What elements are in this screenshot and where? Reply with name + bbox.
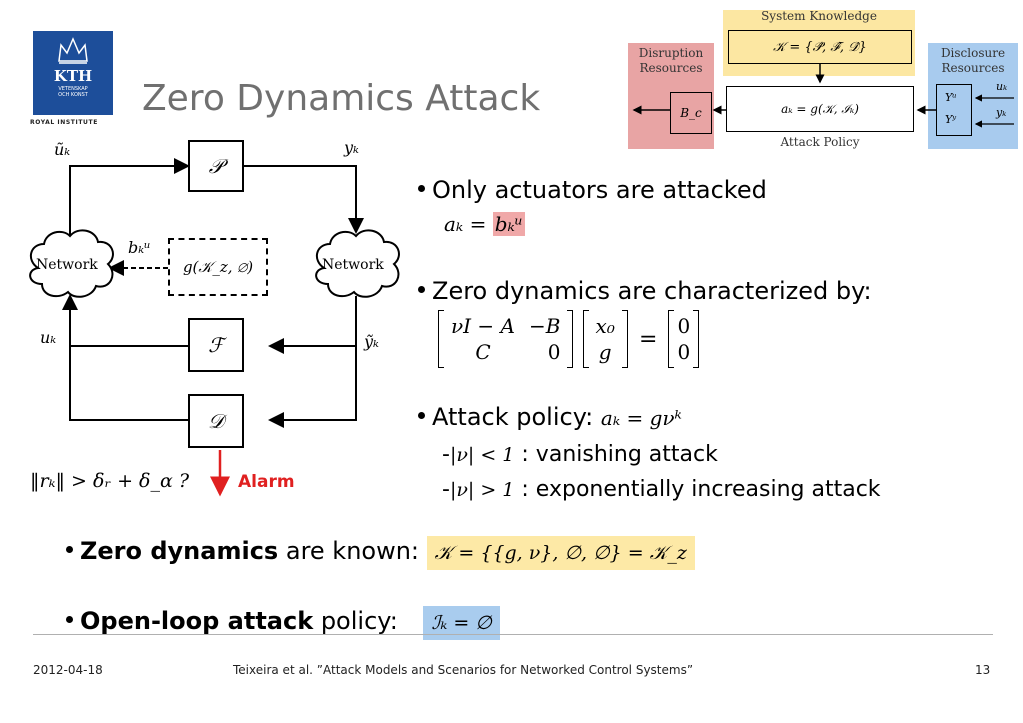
zero-dynamics-bold: Zero dynamics bbox=[80, 537, 279, 565]
matrix-a21: C bbox=[475, 340, 491, 364]
attack-policy-formula: aₖ = gνᵏ bbox=[600, 406, 682, 430]
bullet-open-loop: Open-loop attack policy: ℐₖ = ∅ bbox=[66, 606, 500, 640]
policy-formula: aₖ = g(𝒦, ℐₖ) bbox=[781, 101, 859, 116]
attack-model-figure: System Knowledge 𝒦 = {𝒫̂, ℱ̂, 𝒟̂} Disrup… bbox=[620, 6, 1020, 156]
bullet-dot bbox=[66, 615, 73, 623]
slide-title: Zero Dynamics Attack bbox=[142, 78, 541, 119]
actuator-equation-lhs: aₖ = bbox=[444, 212, 487, 236]
upsilon-y: Υʸ bbox=[945, 113, 957, 126]
u-tilde-label: ũₖ bbox=[54, 140, 71, 159]
kth-logo: KTH VETENSKAP OCH KONST bbox=[33, 31, 113, 115]
footer-divider bbox=[33, 634, 993, 635]
yk-label: yₖ bbox=[344, 138, 359, 157]
knowledge-formula: 𝒦 = {𝒫̂, ℱ̂, 𝒟̂} bbox=[773, 39, 867, 55]
increasing-text: : exponentially increasing attack bbox=[521, 477, 881, 502]
network-label-left: Network bbox=[36, 257, 98, 273]
matrix-a22: 0 bbox=[547, 340, 561, 364]
bullet-dot bbox=[418, 411, 425, 419]
detector-label: 𝒟 bbox=[208, 409, 224, 433]
bullet-dot bbox=[418, 184, 425, 192]
vector-g: g bbox=[598, 340, 612, 364]
bullet-zero-dynamics-known: Zero dynamics are known: 𝒦 = {{g, ν}, ∅,… bbox=[66, 536, 695, 570]
vanishing-text: : vanishing attack bbox=[521, 442, 718, 467]
page-number: 13 bbox=[975, 663, 991, 677]
upsilon-box: Υᵘ Υʸ bbox=[936, 84, 972, 136]
detector-block: 𝒟 bbox=[188, 394, 244, 448]
model-arrows bbox=[632, 64, 1014, 128]
bullet-attack-policy: Attack policy: aₖ = gνᵏ bbox=[418, 403, 682, 431]
bullet-actuators: Only actuators are attacked bbox=[418, 176, 767, 204]
logo-text: KTH bbox=[53, 67, 93, 85]
network-label-right: Network bbox=[322, 257, 384, 273]
matrix-a12: −B bbox=[528, 314, 561, 338]
open-loop-bold: Open-loop attack bbox=[80, 607, 314, 635]
attack-block-label: g(𝒦_z, ∅) bbox=[182, 258, 254, 276]
yk-input-label: yₖ bbox=[996, 106, 1007, 119]
bullet-actuators-text: Only actuators are attacked bbox=[432, 176, 767, 204]
plant-label: 𝒫 bbox=[208, 154, 224, 178]
logo-caption: ROYAL INSTITUTE bbox=[30, 119, 98, 126]
attack-block: g(𝒦_z, ∅) bbox=[168, 238, 268, 296]
vanishing-condition: |ν| < 1 bbox=[449, 444, 515, 466]
feedback-block: ℱ bbox=[188, 318, 244, 372]
disclosure-label: Disclosure Resources bbox=[940, 46, 1006, 75]
system-knowledge-label: System Knowledge bbox=[761, 9, 877, 23]
bullet-zero-dynamics: Zero dynamics are characterized by: bbox=[418, 277, 872, 305]
zero-dynamics-known-text: are known: bbox=[285, 537, 420, 565]
detection-condition: ‖rₖ‖ > δᵣ + δ_α ? bbox=[30, 470, 190, 492]
equals-sign: = bbox=[638, 326, 658, 352]
y-tilde-label: ỹₖ bbox=[364, 332, 379, 351]
bullet-dot bbox=[66, 545, 73, 553]
system-matrix: νI − A −B C 0 bbox=[444, 313, 567, 365]
disruption-panel bbox=[628, 43, 714, 149]
actuator-equation: aₖ = bₖᵘ bbox=[444, 212, 525, 236]
block-diagram: 𝒫 g(𝒦_z, ∅) ℱ 𝒟 Network Network ũₖ yₖ bₖ… bbox=[20, 128, 420, 508]
network-cloud-left bbox=[29, 229, 114, 298]
disruption-label: Disruption Resources bbox=[638, 46, 704, 75]
bullet-attack-policy-text: Attack policy: bbox=[432, 403, 594, 431]
policy-box: aₖ = g(𝒦, ℐₖ) bbox=[726, 86, 914, 132]
open-loop-text: policy: bbox=[320, 607, 398, 635]
policy-label: Attack Policy bbox=[780, 135, 860, 149]
matrix-a11: νI − A bbox=[451, 314, 515, 338]
zero-r2: 0 bbox=[677, 340, 691, 364]
bc-label: B_c bbox=[680, 106, 702, 120]
uk-input-label: uₖ bbox=[996, 80, 1008, 93]
system-knowledge-panel bbox=[723, 10, 915, 76]
alarm-label: Alarm bbox=[238, 472, 295, 492]
increasing-condition: |ν| > 1 bbox=[449, 479, 515, 501]
feedback-label: ℱ bbox=[208, 333, 224, 357]
logo-subtext: VETENSKAP OCH KONST bbox=[58, 86, 88, 98]
actuator-equation-highlight: bₖᵘ bbox=[492, 212, 525, 236]
plant-block: 𝒫 bbox=[188, 140, 244, 192]
network-cloud-right bbox=[315, 229, 400, 298]
upsilon-u: Υᵘ bbox=[945, 91, 957, 104]
crown-icon bbox=[58, 37, 88, 64]
knowledge-box: 𝒦 = {𝒫̂, ℱ̂, 𝒟̂} bbox=[728, 30, 912, 64]
bk-label: bₖᵘ bbox=[128, 238, 151, 257]
vector-x0: x₀ bbox=[595, 314, 615, 338]
bullet-dot bbox=[418, 285, 425, 293]
disruption-box: B_c bbox=[670, 92, 712, 134]
sub-bullet-vanishing: -|ν| < 1 : vanishing attack bbox=[442, 442, 718, 467]
sub-bullet-increasing: -|ν| > 1 : exponentially increasing atta… bbox=[442, 477, 881, 502]
uk-label: uₖ bbox=[40, 328, 57, 347]
footer-date: 2012-04-18 bbox=[33, 663, 103, 677]
bullet-zero-dynamics-text: Zero dynamics are characterized by: bbox=[432, 277, 872, 305]
knowledge-set-formula: 𝒦 = {{g, ν}, ∅, ∅} = 𝒦_z bbox=[426, 536, 695, 570]
diagram-lines bbox=[29, 158, 400, 497]
footer-citation: Teixeira et al. ”Attack Models and Scena… bbox=[233, 663, 694, 677]
zero-r1: 0 bbox=[677, 314, 691, 338]
disclosure-panel bbox=[928, 43, 1018, 149]
